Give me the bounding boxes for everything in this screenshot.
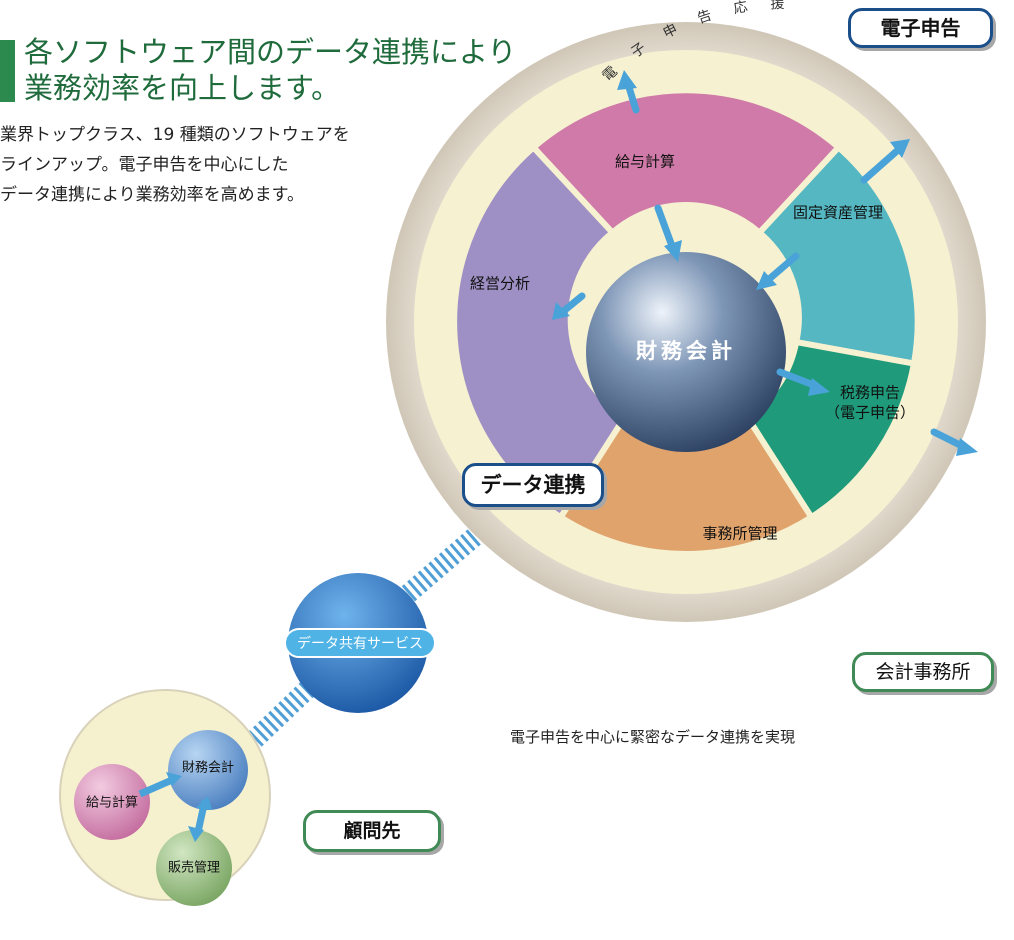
arrow-payroll-in — [654, 204, 676, 250]
client-cluster: 財務会計 給与計算 販売管理 — [59, 689, 271, 906]
center-label: 財務会計 — [636, 339, 736, 363]
center-sphere — [586, 252, 786, 452]
diagram-caption: 電子申告を中心に緊密なデータ連携を実現 — [510, 728, 796, 746]
ring-label-char-3: 申 — [661, 20, 682, 41]
heading-line-2: 業務効率を向上します。 — [24, 71, 341, 105]
fixed-assets-label: 固定資産管理 — [793, 204, 883, 222]
client-payroll-label: 給与計算 — [86, 795, 138, 811]
arrow-head-fixed-out — [890, 139, 910, 158]
arrow-tax-out — [930, 428, 966, 450]
heading-accent-bar — [0, 40, 15, 102]
arrow-fixed-in — [764, 252, 800, 284]
accounting-office-tag: 会計事務所 — [852, 652, 994, 692]
client-arrow-payroll — [138, 776, 174, 798]
tax-label-line-1: 税務申告 — [840, 384, 900, 402]
description-line-3: データ連携により業務効率を高めます。 — [0, 185, 304, 205]
e-filing-tag: 電子申告 — [848, 8, 993, 48]
arrow-head-fixed-in — [756, 271, 777, 290]
client-accounting-label: 財務会計 — [182, 760, 234, 776]
tax-label-line-2: （電子申告） — [825, 404, 915, 422]
client-arrow-head-down — [188, 826, 204, 842]
arrow-head-payroll-out — [617, 70, 637, 90]
client-arrow-head-payroll — [166, 772, 182, 786]
arrow-head-tax-out — [956, 438, 978, 456]
ring-label-char-6: 援 — [770, 0, 786, 12]
accounting-office-wheel: 財務会計 給与計算 固定資産管理 税務申告 （電子申告） 事務所管理 経営分析 … — [386, 0, 986, 622]
data-share-pill — [284, 628, 436, 658]
data-link-tag: データ連携 — [462, 463, 604, 507]
ring-label-char-5: 応 — [732, 0, 751, 17]
analysis-label: 経営分析 — [470, 275, 530, 293]
client-accounting-node — [168, 730, 248, 810]
page-heading: 各ソフトウェア間のデータ連携により 業務効率を向上します。 — [24, 34, 516, 106]
arrow-head-analysis — [552, 302, 570, 320]
description-line-1: 業界トップクラス、19 種類のソフトウェアを — [0, 125, 350, 145]
arrow-tax-in — [776, 368, 820, 390]
client-sales-node — [156, 830, 232, 906]
description-line-2: ラインアップ。電子申告を中心にした — [0, 155, 289, 175]
flow-arrows — [552, 70, 978, 456]
segment-payroll — [529, 87, 843, 237]
data-share-label: データ共有サービス — [297, 635, 423, 652]
arrow-fixed-out — [860, 146, 902, 184]
client-tag: 顧問先 — [303, 810, 441, 852]
arrow-head-tax-in — [808, 378, 830, 396]
office-mgmt-label: 事務所管理 — [702, 525, 777, 543]
client-payroll-node — [74, 764, 150, 840]
payroll-label: 給与計算 — [615, 153, 675, 171]
heading-line-1: 各ソフトウェア間のデータ連携により — [24, 35, 517, 69]
ring-label-char-4: 告 — [696, 7, 716, 27]
client-arrow-head-up — [196, 796, 212, 810]
description: 業界トップクラス、19 種類のソフトウェアを ラインアップ。電子申告を中心にした… — [0, 120, 350, 210]
arrow-head-payroll-in — [664, 240, 682, 262]
segment-analysis — [451, 143, 630, 522]
data-share-service: データ共有サービス — [284, 573, 436, 713]
client-sales-label: 販売管理 — [168, 860, 220, 876]
